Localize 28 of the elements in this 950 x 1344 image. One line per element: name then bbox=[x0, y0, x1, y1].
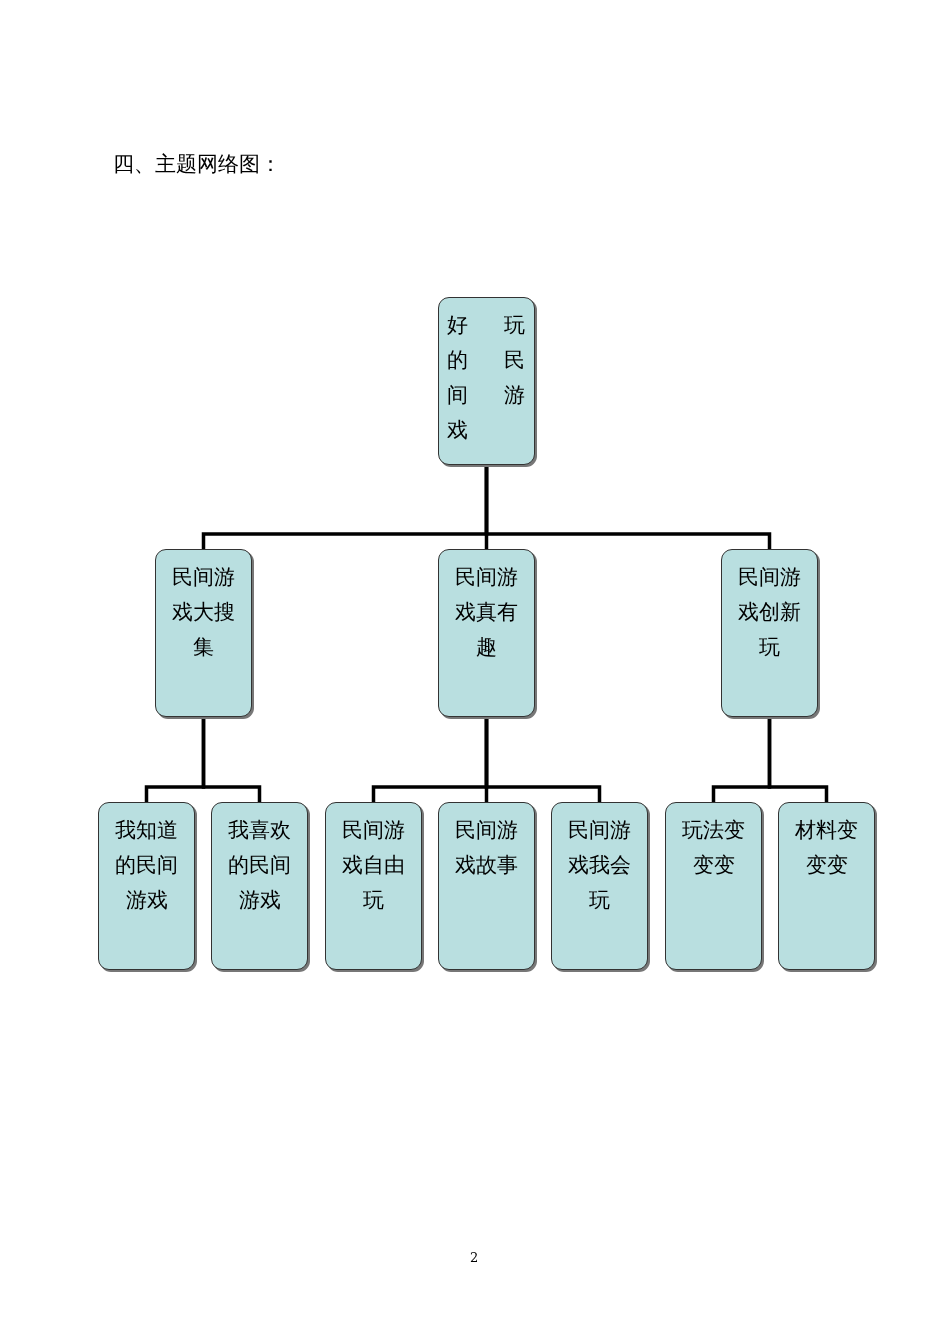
topic-text: 民间游戏大搜集 bbox=[171, 564, 236, 661]
connector-line bbox=[484, 717, 602, 802]
topic-box bbox=[778, 802, 875, 970]
topic-box bbox=[155, 549, 252, 717]
topic-box bbox=[721, 549, 818, 717]
topic-text: 我喜欢的民间游戏 bbox=[227, 817, 292, 914]
topic-text: 材料变变变 bbox=[794, 817, 859, 879]
topic-box bbox=[438, 802, 535, 970]
topic-box bbox=[325, 802, 422, 970]
connector-line bbox=[767, 717, 829, 802]
topic-box bbox=[438, 297, 535, 465]
topic-box bbox=[211, 802, 308, 970]
topic-text: 民间游戏我会玩 bbox=[567, 817, 632, 914]
heading: 四、主题网络图： bbox=[113, 151, 281, 178]
topic-text: 民间游戏故事 bbox=[454, 817, 519, 879]
topic-text: 民间游戏创新玩 bbox=[737, 564, 802, 661]
topic-box bbox=[98, 802, 195, 970]
connector-line bbox=[201, 717, 262, 802]
connector-line bbox=[484, 465, 772, 549]
topic-box bbox=[438, 549, 535, 717]
topic-text: 玩法变变变 bbox=[681, 817, 746, 879]
topic-box bbox=[551, 802, 648, 970]
page-number: 2 bbox=[470, 1250, 479, 1265]
topic-text: 好玩的民间游戏 bbox=[447, 312, 534, 444]
topic-box bbox=[665, 802, 762, 970]
topic-text: 民间游戏真有趣 bbox=[454, 564, 519, 661]
topic-text: 民间游戏自由玩 bbox=[341, 817, 406, 914]
topic-text: 我知道的民间游戏 bbox=[114, 817, 179, 914]
